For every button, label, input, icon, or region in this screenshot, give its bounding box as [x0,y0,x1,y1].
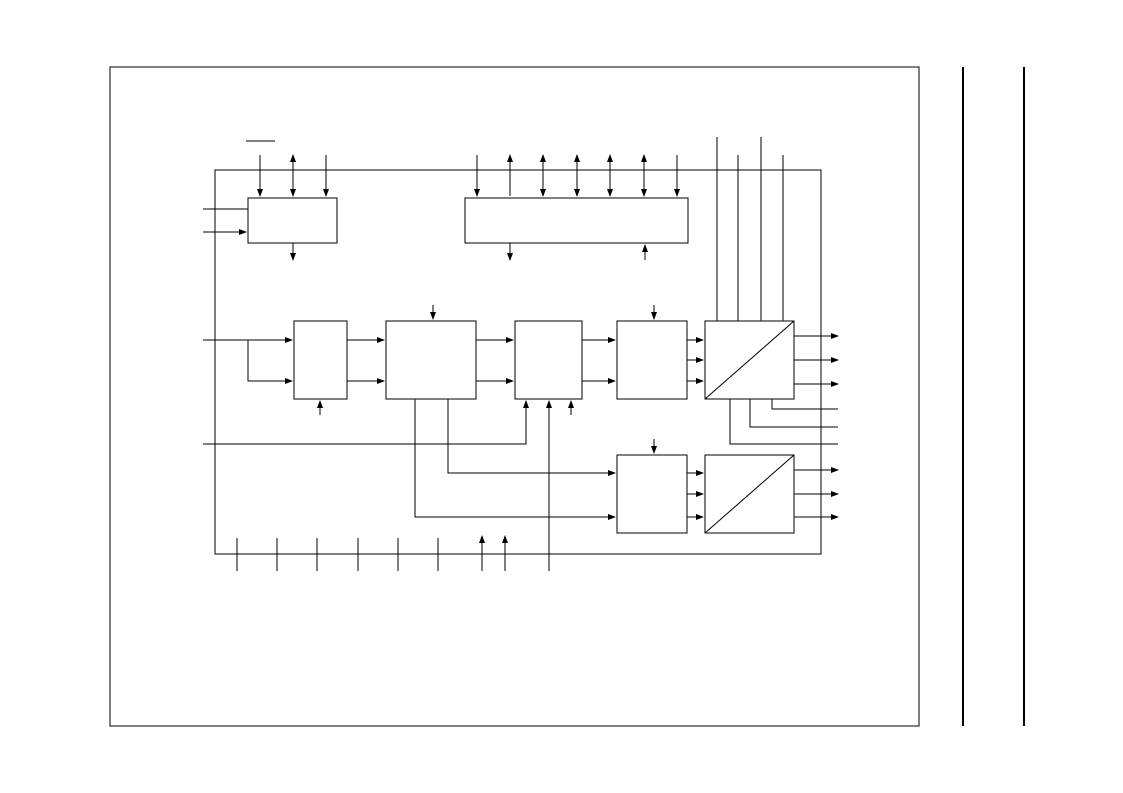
processing-block [385,320,477,400]
upper-dac-ref-3 [729,399,838,445]
data-bus-block [464,197,689,244]
page-frame [109,66,920,727]
mixer-block [514,320,583,400]
chip-boundary [214,169,822,555]
main-input-branch [247,340,293,384]
lower-dac-diagonal [704,454,795,534]
upper-dac-ref-1 [771,399,838,410]
upper-filter-block [616,320,688,400]
proc-to-lower-filter-2 [414,399,616,520]
input-stage-block [293,320,348,400]
aux-input-line [203,400,529,445]
lower-filter-block [616,454,688,534]
proc-to-lower-filter-1 [447,399,616,476]
upper-dac-diagonal [704,320,795,400]
upper-dac-ref-2 [749,399,838,428]
control-register-block [247,197,338,244]
